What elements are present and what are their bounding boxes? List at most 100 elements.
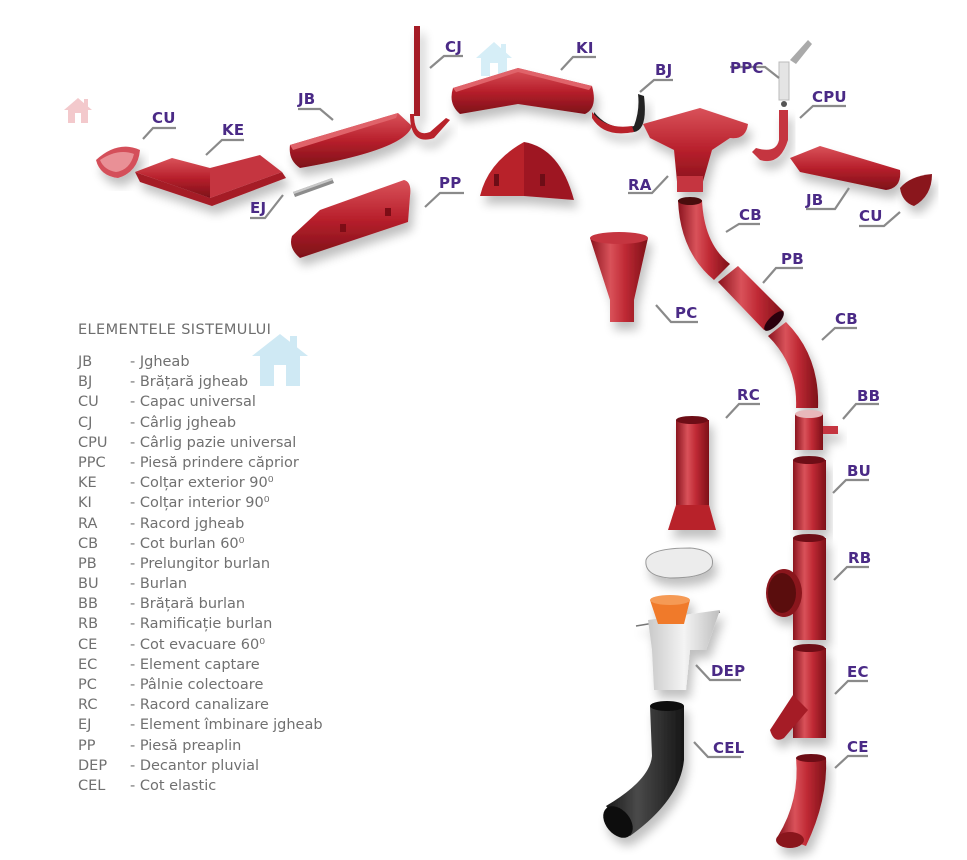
- legend-code: CB: [78, 535, 99, 552]
- legend-description: - Brățară burlan: [130, 596, 246, 613]
- legend-code: EJ: [78, 717, 92, 734]
- legend-description: - Jgheab: [130, 354, 190, 370]
- legend-code: RC: [78, 697, 98, 714]
- legend-code: CJ: [78, 414, 93, 431]
- legend-item: CPU- Cârlig pazie universal: [78, 433, 323, 453]
- downpipe-elbow-top: [678, 197, 730, 280]
- legend-item: RC - Racord canalizare: [78, 695, 323, 715]
- legend-description: - Capac universal: [130, 394, 256, 411]
- legend-item: PB - Prelungitor burlan: [78, 554, 323, 574]
- legend-description: - Piesă prindere căprior: [130, 454, 299, 471]
- callout-ec: EC: [847, 663, 869, 681]
- legend-description: - Cot burlan 60⁰: [130, 535, 245, 552]
- downpipe-branch: [766, 534, 826, 640]
- legend-description: - Pâlnie colectoare: [130, 677, 264, 693]
- legend-item: EJ - Element îmbinare jgheab: [78, 715, 323, 735]
- legend-item: RB- Ramificație burlan: [78, 614, 323, 634]
- callout-cu-left: CU: [152, 109, 176, 127]
- overflow-piece-left: [291, 180, 411, 258]
- callout-jb-left: JB: [298, 90, 316, 108]
- legend-code: BU: [78, 576, 99, 593]
- legend-code: KI: [78, 495, 92, 512]
- legend-description: - Prelungitor burlan: [130, 555, 271, 572]
- callout-pp: PP: [439, 174, 462, 192]
- callout-rc: RC: [737, 386, 760, 404]
- legend-description: - Burlan: [130, 576, 188, 593]
- end-cap-right: [900, 174, 932, 206]
- callout-bb: BB: [857, 387, 881, 405]
- legend-code: CEL: [78, 777, 106, 794]
- legend-description: - Ramificație burlan: [130, 616, 273, 633]
- callout-rb: RB: [848, 549, 872, 567]
- callout-ki: KI: [576, 39, 594, 57]
- legend-description: - Element îmbinare jgheab: [130, 717, 323, 734]
- downpipe-extension: [718, 266, 784, 331]
- callout-cu-right: CU: [859, 207, 883, 225]
- callout-ppc: PPC: [730, 59, 764, 77]
- legend-code: BB: [78, 596, 98, 613]
- legend-code: RA: [78, 515, 98, 532]
- legend-item: KI - Colțar interior 90⁰: [78, 493, 323, 513]
- legend-description: - Brățară jgheab: [130, 374, 249, 391]
- house-icon-blue-small: [476, 42, 512, 76]
- rafter-mounting-piece: [778, 40, 812, 107]
- rain-decanter: [635, 547, 721, 690]
- callout-cj: CJ: [445, 38, 462, 56]
- legend-code: PB: [78, 555, 97, 572]
- legend-item: BJ - Brățară jgheab: [78, 372, 323, 392]
- gutter-left: [289, 113, 412, 168]
- legend-item: KE - Colțar exterior 90⁰: [78, 473, 323, 493]
- legend-description: - Colțar interior 90⁰: [130, 495, 270, 512]
- legend-description: - Racord canalizare: [130, 697, 269, 714]
- legend-item: CE - Cot evacuare 60⁰: [78, 635, 323, 655]
- flexible-elbow: [603, 701, 684, 838]
- gutter-hook: [410, 26, 450, 140]
- legend-description: - Cot evacuare 60⁰: [130, 636, 266, 653]
- legend-code: BJ: [78, 374, 93, 391]
- legend-code: PC: [78, 677, 97, 693]
- external-corner-part: [135, 155, 286, 206]
- house-icon-pink: [64, 98, 92, 123]
- callout-dep: DEP: [711, 662, 746, 680]
- rain-collector: [770, 644, 826, 740]
- legend-code: EC: [78, 656, 98, 673]
- callout-cb-top: CB: [739, 206, 762, 224]
- outlet-elbow: [776, 754, 827, 848]
- legend-item: RA- Racord jgheab: [78, 514, 323, 534]
- legend-item: BU - Burlan: [78, 574, 323, 594]
- legend-code: KE: [78, 475, 97, 492]
- legend-description: - Cot elastic: [130, 777, 217, 794]
- callout-ke: KE: [222, 121, 245, 139]
- universal-fascia-hook: [752, 110, 788, 162]
- legend-description: - Colțar exterior 90⁰: [130, 475, 274, 492]
- callout-pc: PC: [675, 304, 698, 322]
- sewer-connector: [668, 416, 716, 530]
- pipe-bracket: [795, 410, 838, 450]
- legend-description: - Decantor pluvial: [130, 757, 260, 774]
- collector-funnel: [590, 232, 648, 322]
- callout-bu: BU: [847, 462, 872, 480]
- legend-description: - Cârlig jgheab: [130, 414, 237, 431]
- legend-code: CU: [78, 394, 99, 411]
- legend-item: CJ - Cârlig jgheab: [78, 413, 323, 433]
- legend-item: PC - Pâlnie colectoare: [78, 675, 323, 695]
- legend-code: JB: [78, 354, 93, 370]
- legend-code: CE: [78, 636, 98, 653]
- legend-item: CEL - Cot elastic: [78, 776, 323, 796]
- legend-description: - Cârlig pazie universal: [130, 434, 297, 451]
- legend-item: PPC - Piesă prindere căprior: [78, 453, 323, 473]
- overflow-piece-right: [480, 142, 574, 200]
- house-icon-blue: [252, 334, 308, 386]
- legend-code: DEP: [78, 757, 108, 774]
- leader-lines: [142, 54, 901, 769]
- callout-bj: BJ: [655, 61, 673, 79]
- legend-item: PP- Piesă preaplin: [78, 736, 323, 756]
- gutter-bracket: [592, 94, 645, 134]
- legend-code: PPC: [78, 454, 106, 471]
- legend-description: - Piesă preaplin: [130, 737, 242, 754]
- callout-jb-right: JB: [806, 191, 824, 209]
